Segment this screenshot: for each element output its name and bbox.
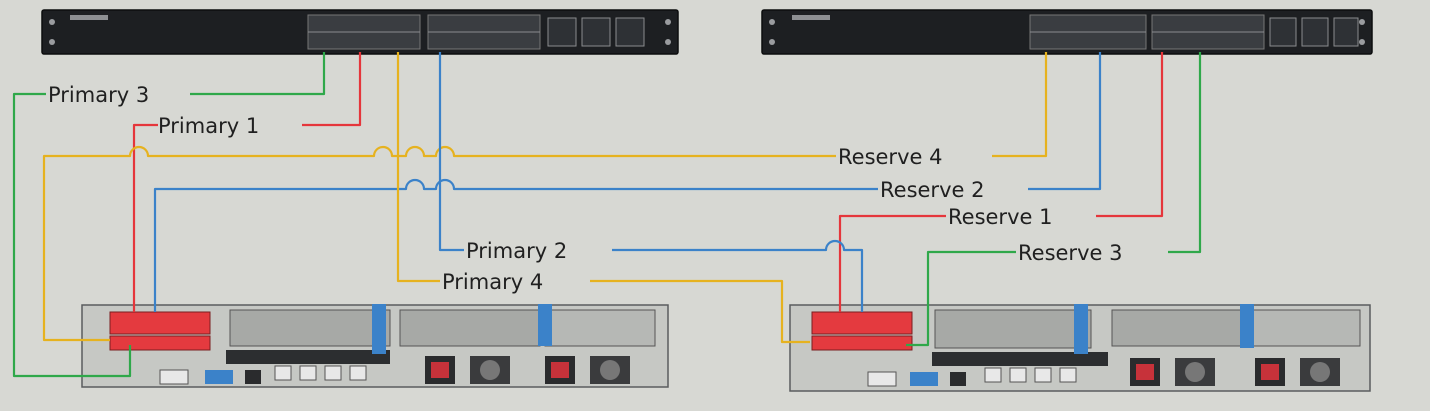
label-primary-3: Primary 3 (48, 83, 149, 107)
label-reserve-4: Reserve 4 (838, 145, 942, 169)
cables (12, 52, 1202, 378)
cable-reserve-2 (153, 52, 1102, 312)
cable-labels: Primary 3 Primary 1 Reserve 4 Reserve 2 … (48, 83, 1122, 294)
cable-primary-1 (132, 52, 362, 312)
cable-primary-3 (12, 52, 326, 378)
server-right (789, 304, 1371, 392)
switch-left-ports (307, 14, 645, 50)
label-primary-4: Primary 4 (442, 270, 543, 294)
cable-reserve-1 (838, 52, 1164, 312)
switch-right (761, 9, 1373, 55)
server-left (81, 304, 669, 388)
label-primary-1: Primary 1 (158, 114, 259, 138)
label-reserve-1: Reserve 1 (948, 205, 1052, 229)
switch-right-ports (1029, 14, 1359, 50)
cable-primary-4 (396, 52, 810, 344)
cable-reserve-3 (906, 52, 1202, 347)
label-primary-2: Primary 2 (466, 239, 567, 263)
cable-primary-2 (438, 52, 864, 312)
label-reserve-2: Reserve 2 (880, 178, 984, 202)
label-reserve-3: Reserve 3 (1018, 241, 1122, 265)
switch-left (41, 9, 679, 55)
